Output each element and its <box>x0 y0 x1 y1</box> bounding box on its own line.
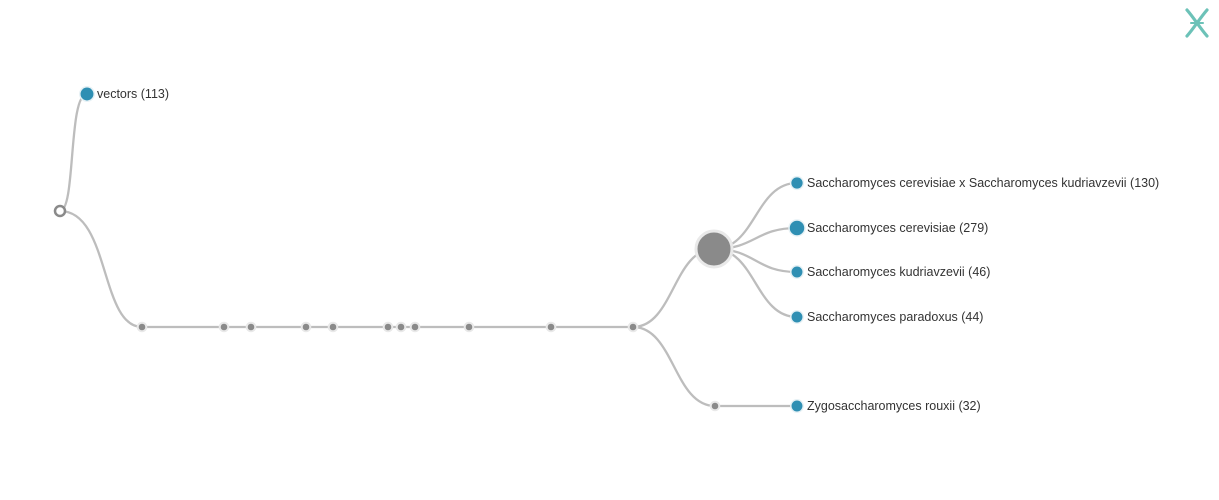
crossed-helix-logo-icon[interactable] <box>1184 8 1210 38</box>
leaf-node-z-rouxii[interactable]: Zygosaccharomyces rouxii (32) <box>790 399 981 413</box>
chain-node-10[interactable] <box>545 321 557 333</box>
saccharomyces-hub-node[interactable] <box>694 229 734 269</box>
chain-node-4[interactable] <box>300 321 312 333</box>
leaf-dot-s-paradoxus[interactable] <box>790 310 804 324</box>
link-root-vectors <box>59 92 88 213</box>
leaf-node-vectors[interactable]: vectors (113) <box>79 86 169 102</box>
chain-node-3[interactable] <box>245 321 257 333</box>
link-root-chain <box>59 209 143 329</box>
chain-node-9[interactable] <box>463 321 475 333</box>
zygosaccharomyces-branch-node[interactable] <box>709 400 721 412</box>
leaf-dot-s-kudriavzevii[interactable] <box>790 265 804 279</box>
chain-node-5[interactable] <box>327 321 339 333</box>
leaf-label-s-paradoxus[interactable]: Saccharomyces paradoxus (44) <box>807 310 983 324</box>
leaf-node-s-cerevisiae[interactable]: Saccharomyces cerevisiae (279) <box>788 219 988 237</box>
leaf-node-s-kudriavzevii[interactable]: Saccharomyces kudriavzevii (46) <box>790 265 991 279</box>
leaf-label-s-cerevisiae-x-kudriavzevii[interactable]: Saccharomyces cerevisiae x Saccharomyces… <box>807 176 1159 190</box>
leaf-label-z-rouxii[interactable]: Zygosaccharomyces rouxii (32) <box>807 399 981 413</box>
chain-node-8[interactable] <box>409 321 421 333</box>
leaf-dot-s-cerevisiae[interactable] <box>788 219 806 237</box>
tree-links <box>59 92 798 408</box>
leaf-node-s-cerevisiae-x-kudriavzevii[interactable]: Saccharomyces cerevisiae x Saccharomyces… <box>789 175 1160 191</box>
leaf-node-s-paradoxus[interactable]: Saccharomyces paradoxus (44) <box>790 310 984 324</box>
root-node[interactable] <box>53 204 67 218</box>
chain-node-2[interactable] <box>218 321 230 333</box>
tree-inner-nodes <box>136 229 734 412</box>
leaf-dot-s-cerevisiae-x-kudriavzevii[interactable] <box>789 175 805 191</box>
chain-node-1[interactable] <box>136 321 148 333</box>
leaf-label-vectors[interactable]: vectors (113) <box>97 87 169 101</box>
chain-node-6[interactable] <box>382 321 394 333</box>
leaf-label-s-kudriavzevii[interactable]: Saccharomyces kudriavzevii (46) <box>807 265 990 279</box>
link-to-zygosaccharomyces-branch <box>632 325 716 408</box>
chain-node-11[interactable] <box>627 321 639 333</box>
leaf-label-s-cerevisiae[interactable]: Saccharomyces cerevisiae (279) <box>807 221 988 235</box>
leaf-dot-z-rouxii[interactable] <box>790 399 804 413</box>
chain-node-7[interactable] <box>395 321 407 333</box>
leaf-dot-vectors[interactable] <box>79 86 95 102</box>
